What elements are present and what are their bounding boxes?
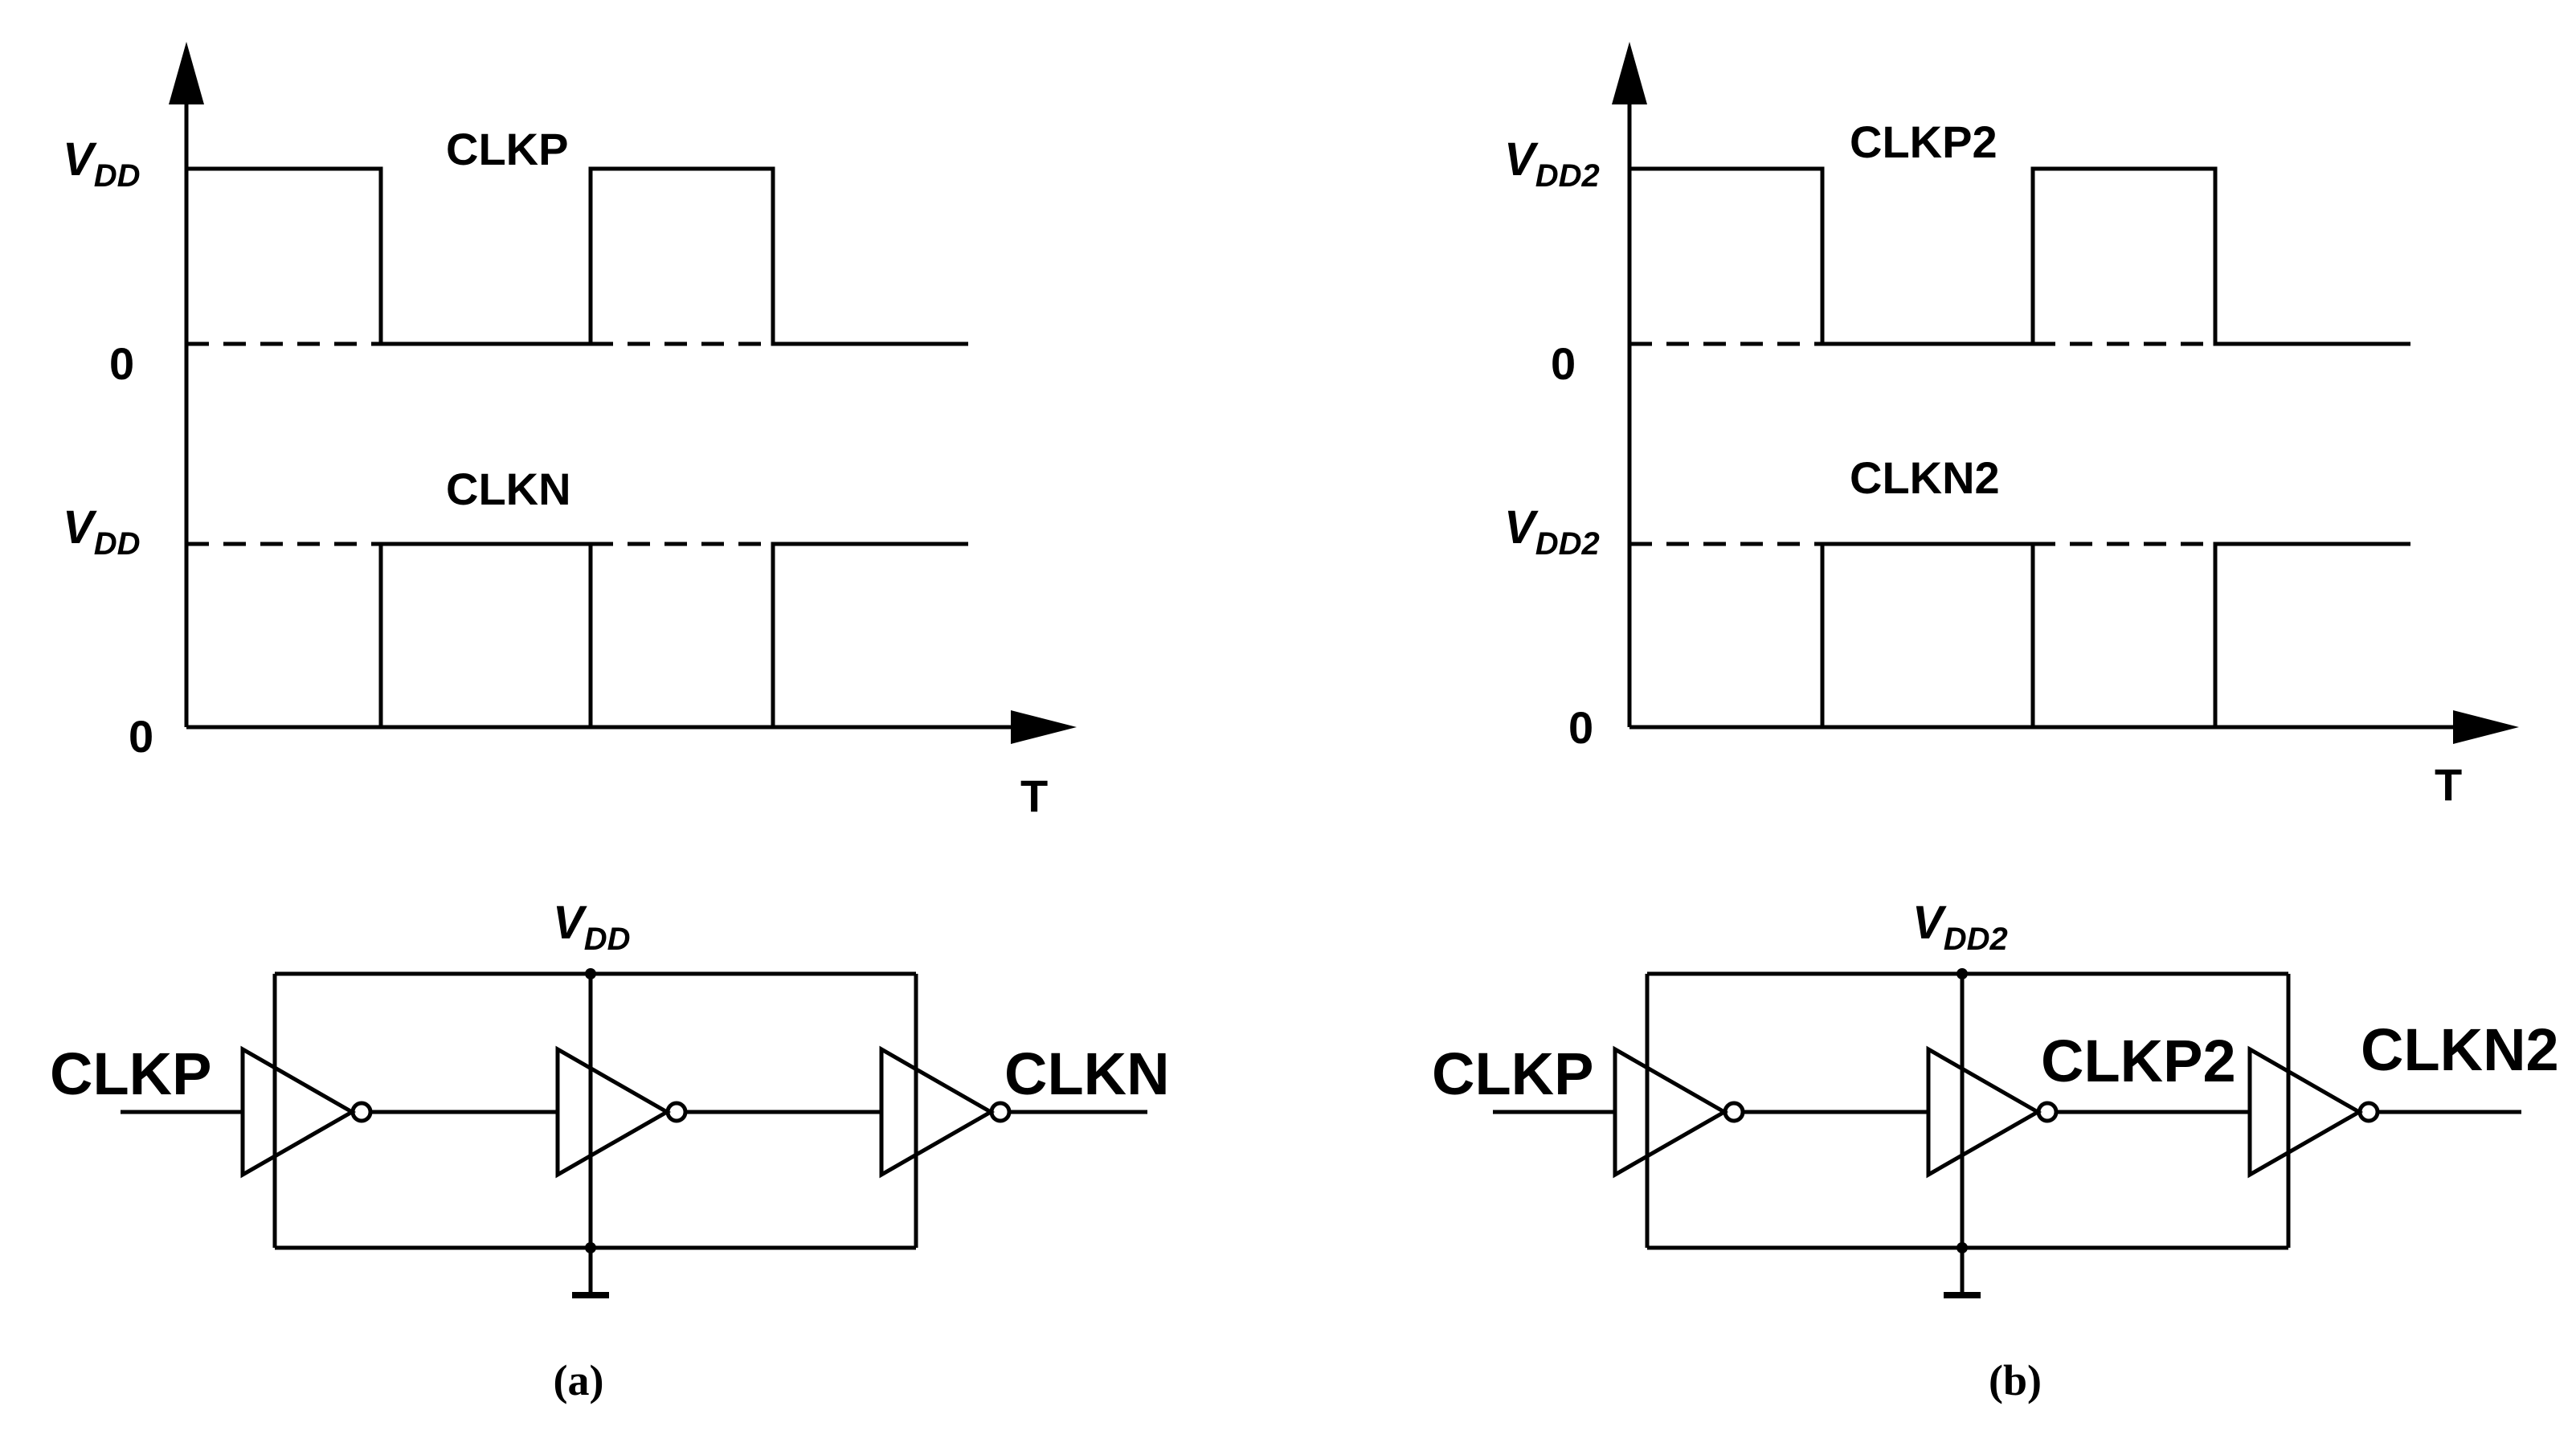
waveform-clkp2-b bbox=[1629, 166, 2410, 346]
inverter-1-b bbox=[1613, 1045, 1729, 1179]
circuit-supply-label-a: VDD bbox=[553, 897, 630, 957]
inverter-chain-a: CLKP CLKN VDD bbox=[50, 897, 1170, 1298]
zero-label-top-a: 0 bbox=[109, 338, 134, 389]
timing-diagram-b: VDD2 0 VDD2 0 CLKP2 CLKN2 T bbox=[1504, 42, 2519, 810]
circuit-input-label-b: CLKP bbox=[1432, 1040, 1593, 1107]
y-axis-arrow-b bbox=[1612, 42, 1647, 104]
zero-label-top-b: 0 bbox=[1551, 338, 1576, 389]
inverter-3-a bbox=[879, 1045, 996, 1179]
vdd-label-top-b: VDD2 bbox=[1504, 133, 1600, 194]
ground-node-b bbox=[1957, 1242, 1968, 1253]
timing-diagram-a: VDD 0 VDD 0 CLKP CLKN T bbox=[63, 42, 1077, 821]
circuit-supply-label-b: VDD2 bbox=[1912, 897, 2008, 957]
waveform-clkn2-b bbox=[1629, 542, 2410, 730]
ground-node-a bbox=[585, 1242, 596, 1253]
y-axis-arrow-a bbox=[169, 42, 204, 104]
signal-label-clkn2-b: CLKN2 bbox=[1850, 452, 2000, 503]
x-axis-arrow-a bbox=[1011, 710, 1077, 744]
inverter-chain-b: CLKP CLKP2 CLKN2 VDD2 bbox=[1432, 897, 2559, 1298]
caption-b: (b) bbox=[1989, 1356, 2042, 1404]
inverter-2-a bbox=[555, 1045, 672, 1179]
caption-a: (a) bbox=[554, 1356, 604, 1404]
x-axis-arrow-b bbox=[2453, 710, 2519, 744]
inverter-1-a bbox=[240, 1045, 357, 1179]
zero-label-bottom-b: 0 bbox=[1568, 702, 1593, 753]
time-axis-label-b: T bbox=[2435, 759, 2462, 810]
circuit-output-label-b: CLKN2 bbox=[2361, 1016, 2559, 1083]
signal-label-clkn-a: CLKN bbox=[446, 464, 571, 514]
signal-label-clkp-a: CLKP bbox=[446, 124, 568, 174]
waveform-clkp-a bbox=[186, 166, 968, 346]
circuit-output-label-a: CLKN bbox=[1004, 1040, 1170, 1107]
inverter-3-b bbox=[2247, 1045, 2364, 1179]
vdd-label-bottom-a: VDD bbox=[63, 501, 140, 562]
vdd-label-bottom-b: VDD2 bbox=[1504, 501, 1600, 562]
signal-label-clkp2-b: CLKP2 bbox=[1850, 117, 1997, 167]
zero-label-bottom-a: 0 bbox=[129, 711, 153, 762]
inverter-2-b bbox=[1926, 1045, 2042, 1179]
circuit-input-label-a: CLKP bbox=[50, 1040, 211, 1107]
circuit-mid-output-label-b: CLKP2 bbox=[2041, 1028, 2236, 1094]
waveform-clkn-a bbox=[186, 542, 968, 730]
vdd-label-top-a: VDD bbox=[63, 133, 140, 194]
time-axis-label-a: T bbox=[1020, 771, 1048, 821]
supply-node-b bbox=[1957, 968, 1968, 979]
supply-node-a bbox=[585, 968, 596, 979]
